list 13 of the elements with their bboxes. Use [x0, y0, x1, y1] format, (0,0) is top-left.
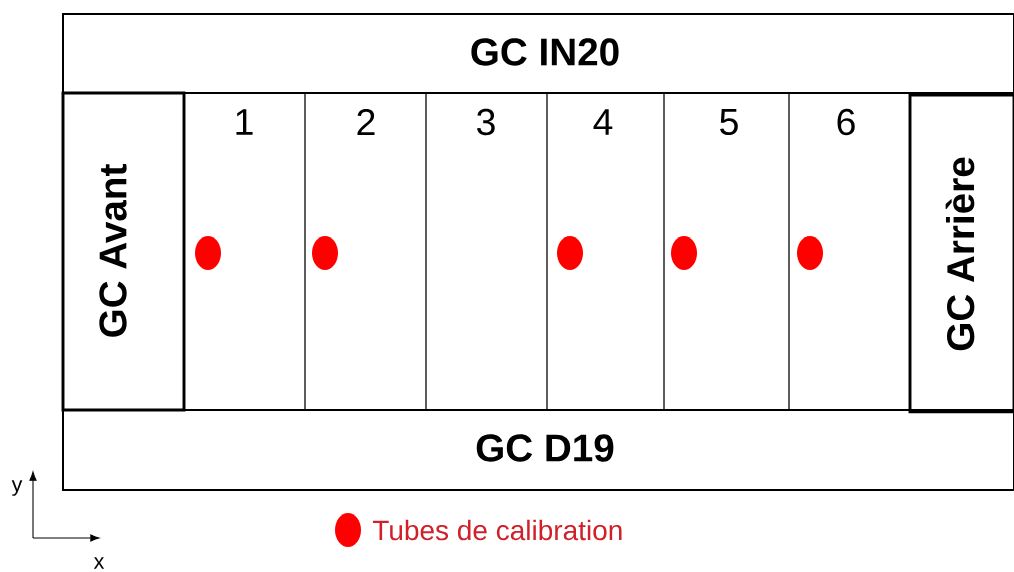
legend-text: Tubes de calibration: [372, 519, 622, 541]
cell-box: 6: [788, 92, 911, 411]
side-box: GC Arrière: [908, 93, 1014, 414]
cell-box: 2: [304, 92, 427, 411]
band-box: GC D19: [62, 409, 1014, 491]
cell-box: 1: [183, 92, 306, 411]
axis-label: x: [93, 557, 105, 569]
axis-label: y: [11, 480, 23, 496]
band-box: GC IN20: [62, 13, 1014, 94]
cell-box: 4: [546, 92, 665, 411]
cell-box: 3: [425, 92, 548, 411]
side-box: GC Avant: [61, 91, 186, 412]
cell-box: 5: [663, 92, 790, 411]
